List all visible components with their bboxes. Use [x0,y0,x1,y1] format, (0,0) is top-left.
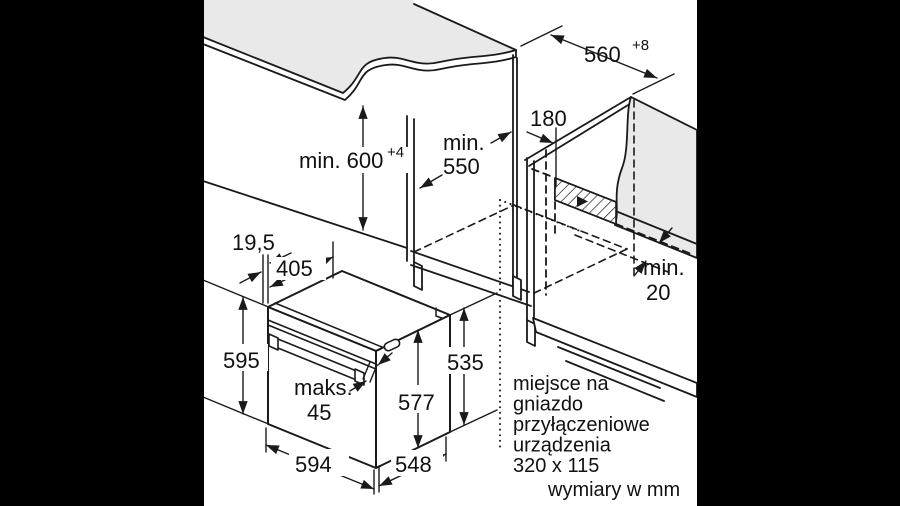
dim-niche-height-label: min. 600 [299,148,383,173]
socket-note-line-4: urządzenia [513,435,612,457]
dim-rear-gap-label-1: min. [643,255,685,280]
dim-handle-protrusion-label-1: maks. [294,375,353,400]
units-note: wymiary w mm [547,479,680,501]
label-backplates [221,147,494,476]
dim-niche-width-lines [520,25,675,95]
dim-handle-protrusion-lines [349,352,393,392]
hidden-edges [413,99,669,296]
dimension-labels: 560 +8 min. 600 +4 min. 550 180 19,5 405… [223,37,685,477]
oven-side-grip-icon [383,338,401,352]
countertop-cutout-edge [413,3,517,51]
dim-oven-depth-label: 548 [395,452,432,477]
dim-socket-offset-label: 180 [530,106,567,131]
socket-note-line-5: 320 x 115 [513,455,599,477]
socket-note: miejsce na gniazdo przyłączeniowe urządz… [513,373,650,477]
socket-note-line-3: przyłączeniowe [513,414,650,436]
dim-oven-front-height-label: 595 [223,348,260,373]
niche-right-foot [512,275,522,301]
back-wall-base-line [617,211,698,245]
dim-niche-depth-label-1: min. [443,130,485,155]
countertop-front-band [202,36,517,101]
dim-handle-protrusion-label-2: 45 [307,400,331,425]
countertop-surface [203,0,516,93]
socket-marker-icon [577,196,588,207]
dim-oven-rear-height-label: 535 [447,350,484,375]
dim-oven-body-height-label: 577 [398,390,435,415]
dim-front-clearance-label: 19,5 [232,230,275,255]
dim-rear-gap-lines [633,227,673,277]
dim-rear-gap-label-2: 20 [646,280,670,305]
dim-niche-height-tolerance: +4 [387,144,404,161]
cabinet-niche [202,115,532,307]
letterbox-right [697,0,900,506]
socket-area [531,168,695,256]
rear-panel-foot [526,319,536,347]
dim-socket-offset-lines [490,127,557,187]
oven-handle-cap-left [268,333,279,351]
dim-oven-width-label: 594 [295,452,332,477]
dim-niche-width-label: 560 [584,42,621,67]
rear-panel [524,96,634,347]
socket-note-line-2: gniazdo [513,394,583,416]
dim-top-depth-label: 405 [276,256,313,281]
dim-niche-depth-leader [419,174,443,189]
back-wall-surface [614,96,698,259]
countertop [202,0,517,101]
socket-note-line-1: miejsce na [513,373,609,395]
letterbox-left [0,0,204,506]
back-wall [614,96,698,259]
dim-niche-width-tolerance: +8 [632,37,649,54]
built-in-oven [267,270,451,469]
dim-niche-depth-label-2: 550 [443,154,480,179]
